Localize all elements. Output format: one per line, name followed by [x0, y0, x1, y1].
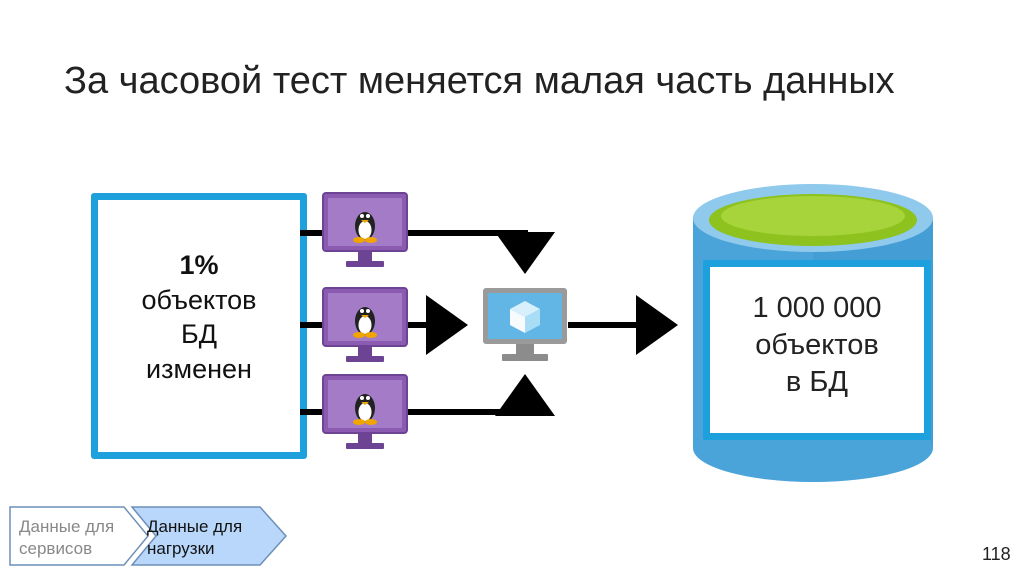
changed-line-objects: объектов [141, 284, 257, 315]
arrow-top-to-hub [405, 230, 555, 274]
changed-percent: 1% [179, 250, 219, 280]
db-line-in-db: в БД [785, 365, 849, 398]
db-object-count: 1 000 000 [752, 292, 882, 324]
changed-objects-box [91, 193, 307, 459]
linux-vm-icon [322, 374, 408, 449]
page-title: За часовой тест меняется малая часть дан… [64, 60, 895, 102]
linux-vm-icon [322, 192, 408, 267]
page-number: 118 [982, 544, 1011, 564]
breadcrumb [9, 506, 288, 566]
arrow-bot-to-hub [405, 374, 555, 416]
breadcrumb-load-label[interactable]: Данные для нагрузки [147, 517, 243, 559]
changed-objects-text: 1% объектов БД изменен [91, 248, 307, 386]
linux-vm-icon [322, 287, 408, 362]
changed-line-changed: изменен [146, 353, 252, 384]
db-label-text: 1 000 000 объектов в БД [703, 290, 931, 400]
changed-line-db: БД [180, 319, 217, 350]
db-line-objects: объектов [755, 328, 879, 361]
breadcrumb-step-load [130, 506, 288, 566]
db-label-box [703, 260, 931, 440]
breadcrumb-services-label[interactable]: Данные для сервисов [19, 517, 115, 559]
azure-vm-icon [483, 288, 567, 361]
breadcrumb-step-services [9, 506, 149, 566]
